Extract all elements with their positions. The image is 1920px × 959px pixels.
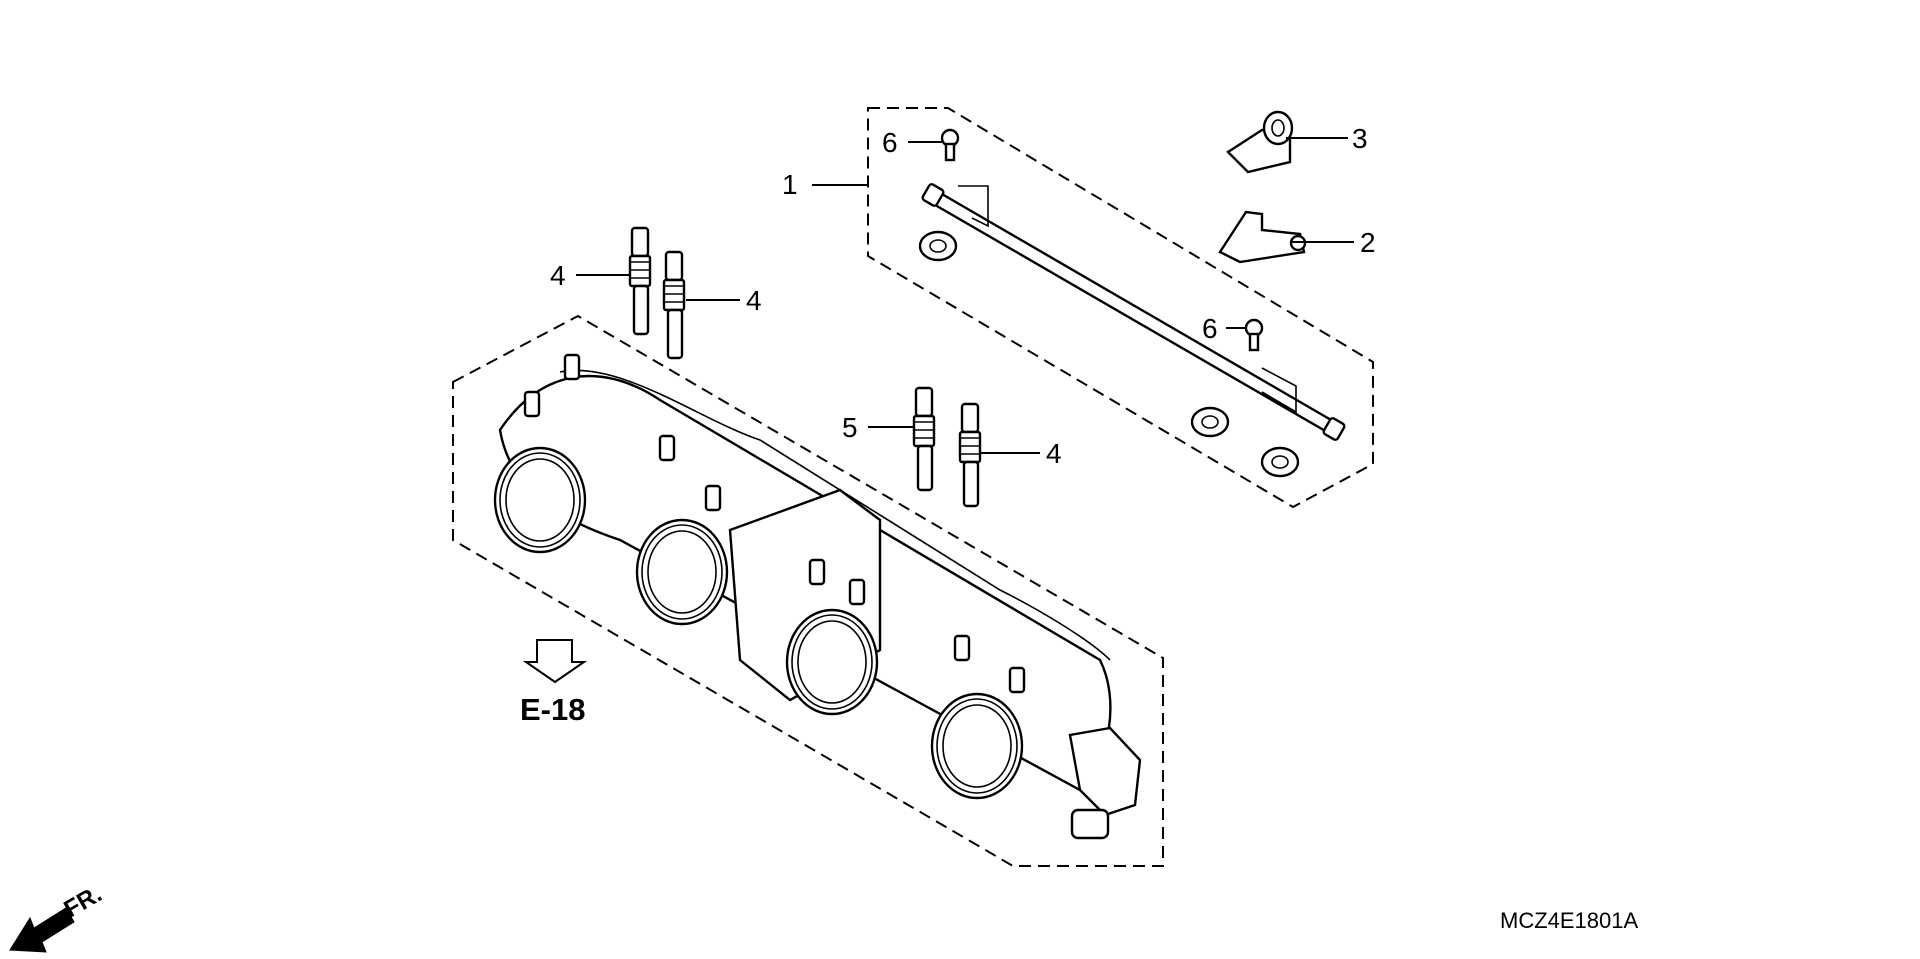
callout-6-lower: 6 xyxy=(1202,313,1218,344)
callout-1: 1 xyxy=(782,169,798,200)
callout-4-upper-left: 4 xyxy=(550,260,566,291)
fuel-rail-assembly-outline xyxy=(867,107,1374,509)
clamp-part-3 xyxy=(1226,110,1294,174)
callout-4-upper-right: 4 xyxy=(746,285,762,316)
bolt-6-upper xyxy=(940,128,960,162)
bolt-6-lower xyxy=(1244,318,1264,352)
throttle-position-sensor xyxy=(1068,726,1142,817)
callout-4-lower: 4 xyxy=(1046,438,1062,469)
bracket-part-2 xyxy=(1218,210,1307,264)
front-direction-arrow-icon xyxy=(9,907,75,953)
throttle-bore-3 xyxy=(785,608,879,716)
rail-collar-1 xyxy=(918,230,958,262)
callout-6-upper: 6 xyxy=(882,127,898,158)
callout-5: 5 xyxy=(842,412,858,443)
throttle-body-assembly-outline xyxy=(452,314,1164,867)
injector-4-left xyxy=(628,226,652,336)
diagram-code: MCZ4E1801A xyxy=(1500,908,1639,933)
reference-e18: E-18 xyxy=(520,639,588,727)
fuel-rail xyxy=(921,183,1346,441)
throttle-bore-4 xyxy=(930,692,1024,800)
hollow-down-arrow-icon xyxy=(522,639,588,684)
throttle-bore-2 xyxy=(635,518,729,626)
callout-3: 3 xyxy=(1352,123,1368,154)
leader-lines xyxy=(576,137,1354,454)
rail-collar-3 xyxy=(1260,446,1300,478)
reference-label: E-18 xyxy=(520,692,585,727)
injector-5 xyxy=(912,386,936,492)
front-direction: FR. xyxy=(9,880,106,953)
injector-4-lower xyxy=(958,402,982,508)
rail-collar-2 xyxy=(1190,406,1230,438)
callout-2: 2 xyxy=(1360,227,1376,258)
throttle-body xyxy=(493,353,1142,840)
injector-4-right xyxy=(662,250,686,360)
throttle-bore-1 xyxy=(493,446,587,554)
